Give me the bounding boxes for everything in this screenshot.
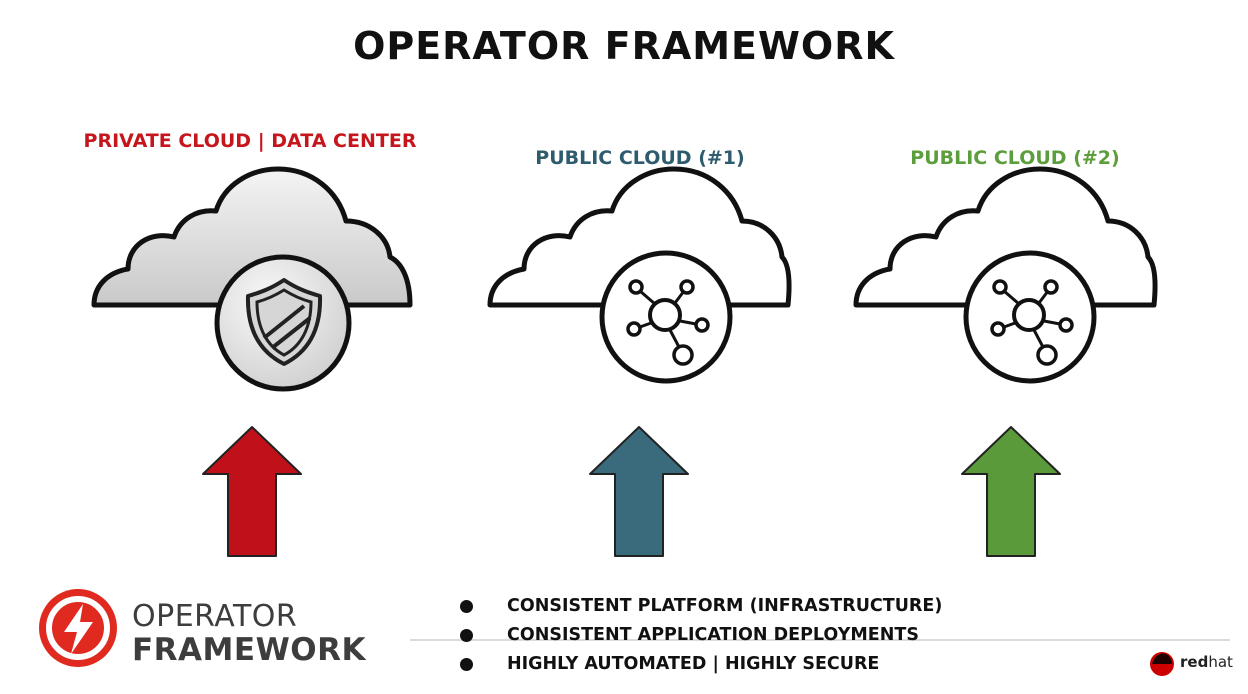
bullet-list: CONSISTENT PLATFORM (INFRASTRUCTURE) CON… bbox=[460, 592, 942, 679]
bullet-dot-icon bbox=[460, 600, 473, 613]
page-title: OPERATOR FRAMEWORK bbox=[353, 24, 895, 68]
shield-icon bbox=[214, 254, 352, 392]
network-hub-icon bbox=[599, 250, 733, 384]
bullet-dot-icon bbox=[460, 658, 473, 671]
private-cloud bbox=[91, 166, 413, 308]
operator-framework-logo-icon bbox=[39, 589, 117, 667]
public-cloud-2-label: PUBLIC CLOUD (#2) bbox=[910, 147, 1120, 169]
redhat-logo-icon bbox=[1150, 652, 1174, 676]
list-item: CONSISTENT APPLICATION DEPLOYMENTS bbox=[460, 621, 942, 650]
operator-framework-logo-text: OPERATOR FRAMEWORK bbox=[132, 602, 366, 666]
private-cloud-label: PRIVATE CLOUD | DATA CENTER bbox=[83, 130, 417, 152]
public-cloud-1-label: PUBLIC CLOUD (#1) bbox=[535, 147, 745, 169]
bullet-dot-icon bbox=[460, 629, 473, 642]
up-arrow-public-1 bbox=[589, 426, 689, 557]
list-item: CONSISTENT PLATFORM (INFRASTRUCTURE) bbox=[460, 592, 942, 621]
public-cloud-1 bbox=[487, 166, 792, 308]
list-item: HIGHLY AUTOMATED | HIGHLY SECURE bbox=[460, 650, 942, 679]
network-hub-icon bbox=[963, 250, 1097, 384]
up-arrow-private bbox=[202, 426, 302, 557]
logo-line-1: OPERATOR bbox=[132, 599, 298, 634]
public-cloud-2 bbox=[853, 166, 1158, 308]
up-arrow-public-2 bbox=[961, 426, 1061, 557]
redhat-wordmark: redhat bbox=[1180, 653, 1233, 671]
logo-line-2: FRAMEWORK bbox=[132, 632, 367, 668]
